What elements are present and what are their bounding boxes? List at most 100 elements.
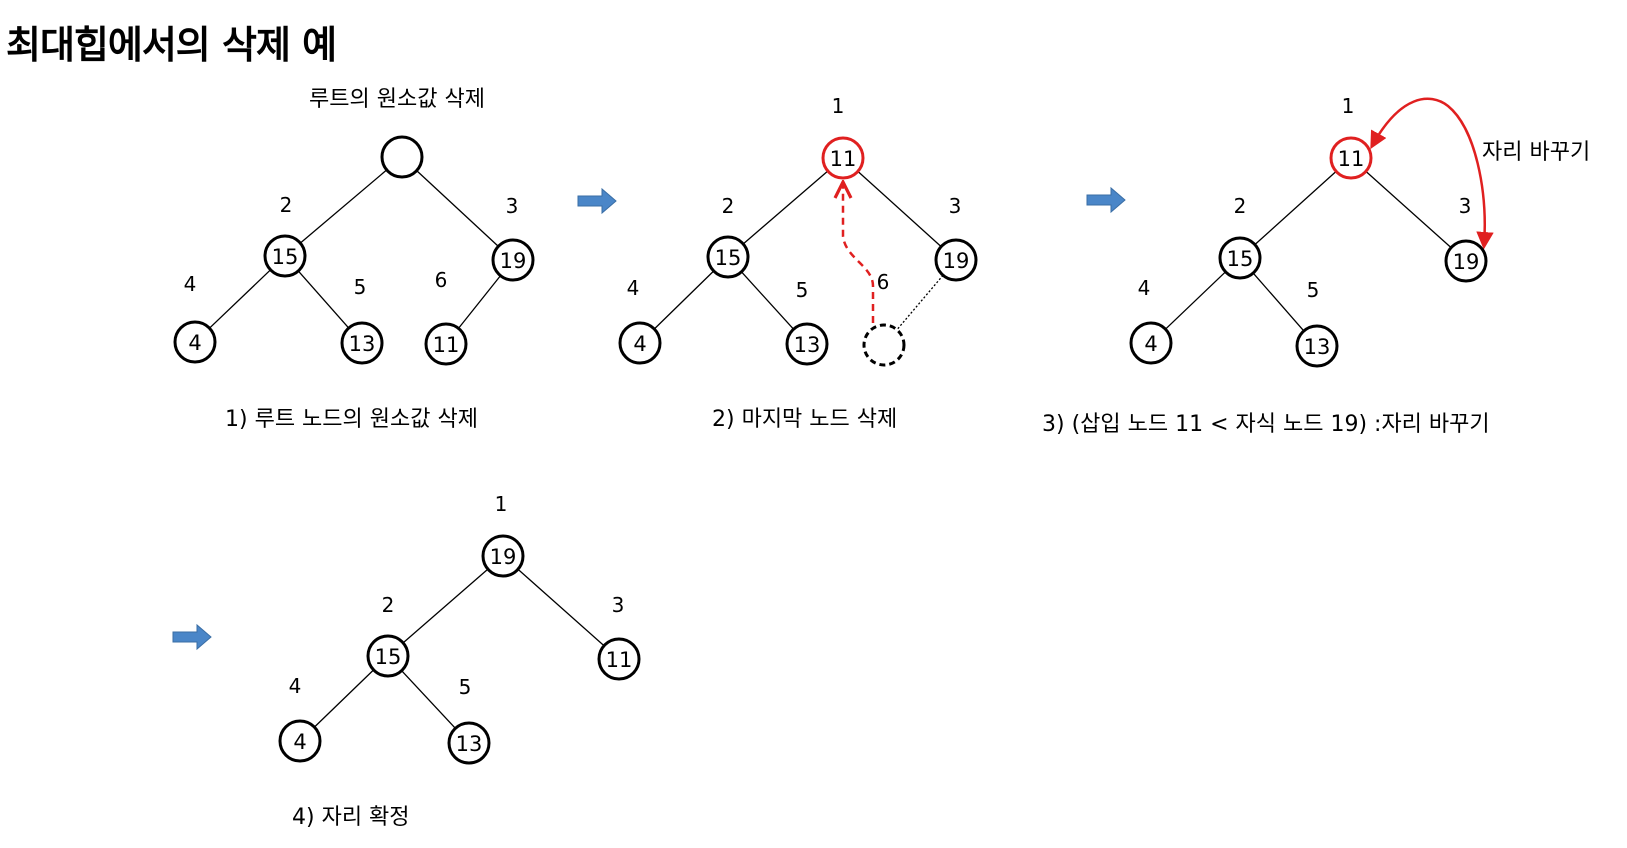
step-arrow-2: [1086, 186, 1126, 214]
swap-arrow: [1370, 97, 1494, 250]
panel2-caption: 2) 마지막 노드 삭제: [712, 407, 897, 432]
node-value: 13: [1304, 335, 1331, 359]
node-index-label: 4: [1138, 276, 1151, 300]
tree-edge: [313, 669, 375, 728]
node-value: 19: [500, 249, 527, 273]
node-index-label: 3: [612, 593, 625, 617]
node-index-label: 2: [382, 593, 395, 617]
tree-edge: [299, 169, 388, 244]
step-arrow-1: [577, 187, 617, 215]
tree-edge: [653, 270, 715, 330]
node-index-label: 4: [289, 674, 302, 698]
node-index-label: 3: [949, 194, 962, 218]
panel4-caption: 4) 자리 확정: [292, 805, 410, 830]
node-circle: [862, 323, 906, 367]
node-index-label: 5: [796, 278, 809, 302]
tree-panel-1: 15 2 19 3 4 4 13 5 11 6: [173, 135, 535, 366]
node-index-label: 2: [1234, 194, 1247, 218]
heap-node: 4: [278, 719, 322, 763]
node-value: 4: [633, 332, 646, 356]
node-value: 13: [349, 332, 376, 356]
node-circle: [1329, 136, 1373, 180]
node-value: 11: [433, 333, 460, 357]
node-value: 13: [794, 333, 821, 357]
node-circle: [934, 238, 978, 282]
node-index-label: 4: [184, 272, 197, 296]
node-value: 15: [1227, 247, 1254, 271]
heap-node: 19: [481, 534, 525, 578]
node-circle: [1218, 236, 1262, 280]
node-index-label: 5: [354, 275, 367, 299]
node-circle: [380, 135, 424, 179]
tree-edge: [517, 568, 605, 647]
tree-edge: [209, 269, 271, 329]
tree-edge: [1254, 170, 1337, 246]
page-title: 최대힙에서의 삭제 예: [6, 23, 337, 67]
node-index-label: 1: [832, 94, 845, 118]
tree-edge: [401, 670, 456, 729]
node-circle: [1444, 239, 1488, 283]
node-circle: [447, 721, 491, 765]
step-arrow-3: [172, 623, 212, 651]
node-circle: [821, 136, 865, 180]
tree-edge: [402, 568, 489, 644]
heap-node: 11: [424, 322, 468, 366]
heap-node: 15: [706, 235, 750, 279]
node-circle: [481, 534, 525, 578]
node-value: 4: [293, 730, 306, 754]
heap-node: 15: [366, 634, 410, 678]
tree-edge: [297, 270, 350, 329]
node-circle: [597, 637, 641, 681]
node-value: 15: [272, 245, 299, 269]
tree-edge: [740, 271, 795, 330]
panel3-caption: 3) (삽입 노드 11 < 자식 노드 19) :자리 바꾸기: [1042, 412, 1490, 437]
node-index-label: 5: [1307, 278, 1320, 302]
node-circle: [491, 238, 535, 282]
node-index-label: 6: [877, 270, 890, 294]
tree-edge: [1165, 271, 1226, 330]
node-value: 4: [1144, 332, 1157, 356]
panel1-top-label: 루트의 원소값 삭제: [309, 87, 485, 112]
node-index-label: 6: [435, 268, 448, 292]
node-circle: [424, 322, 468, 366]
heap-node: 13: [447, 721, 491, 765]
heap-node: 4: [618, 321, 662, 365]
node-circle: [785, 322, 829, 366]
node-circle: [340, 321, 384, 365]
heap-node: 19: [1444, 239, 1488, 283]
tree-edge: [896, 274, 944, 331]
node-circle: [263, 234, 307, 278]
node-value: 13: [456, 732, 483, 756]
swap-label: 자리 바꾸기: [1482, 140, 1590, 165]
tree-edge: [416, 170, 499, 247]
move-up-arrow: [843, 182, 875, 323]
heap-node: 13: [785, 322, 829, 366]
tree-edge: [857, 170, 942, 248]
heap-node: 15: [263, 234, 307, 278]
node-value: 4: [188, 331, 201, 355]
tree-edge: [742, 170, 829, 245]
node-index-label: 2: [722, 194, 735, 218]
node-value: 11: [830, 147, 857, 171]
node-value: 11: [1338, 147, 1365, 171]
node-circle: [278, 719, 322, 763]
node-index-label: 1: [495, 492, 508, 516]
node-value: 11: [606, 648, 633, 672]
heap-node: 11: [821, 136, 865, 180]
node-index-label: 1: [1342, 94, 1355, 118]
node-circle: [618, 321, 662, 365]
node-value: 19: [1453, 250, 1480, 274]
node-value: 15: [715, 246, 742, 270]
node-index-label: 3: [506, 194, 519, 218]
node-value: 15: [375, 645, 402, 669]
heap-node: [862, 323, 906, 367]
panel1-caption: 1) 루트 노드의 원소값 삭제: [225, 407, 478, 432]
heap-node: 15: [1218, 236, 1262, 280]
node-index-label: 4: [627, 276, 640, 300]
node-circle: [1295, 324, 1339, 368]
node-index-label: 2: [280, 193, 293, 217]
